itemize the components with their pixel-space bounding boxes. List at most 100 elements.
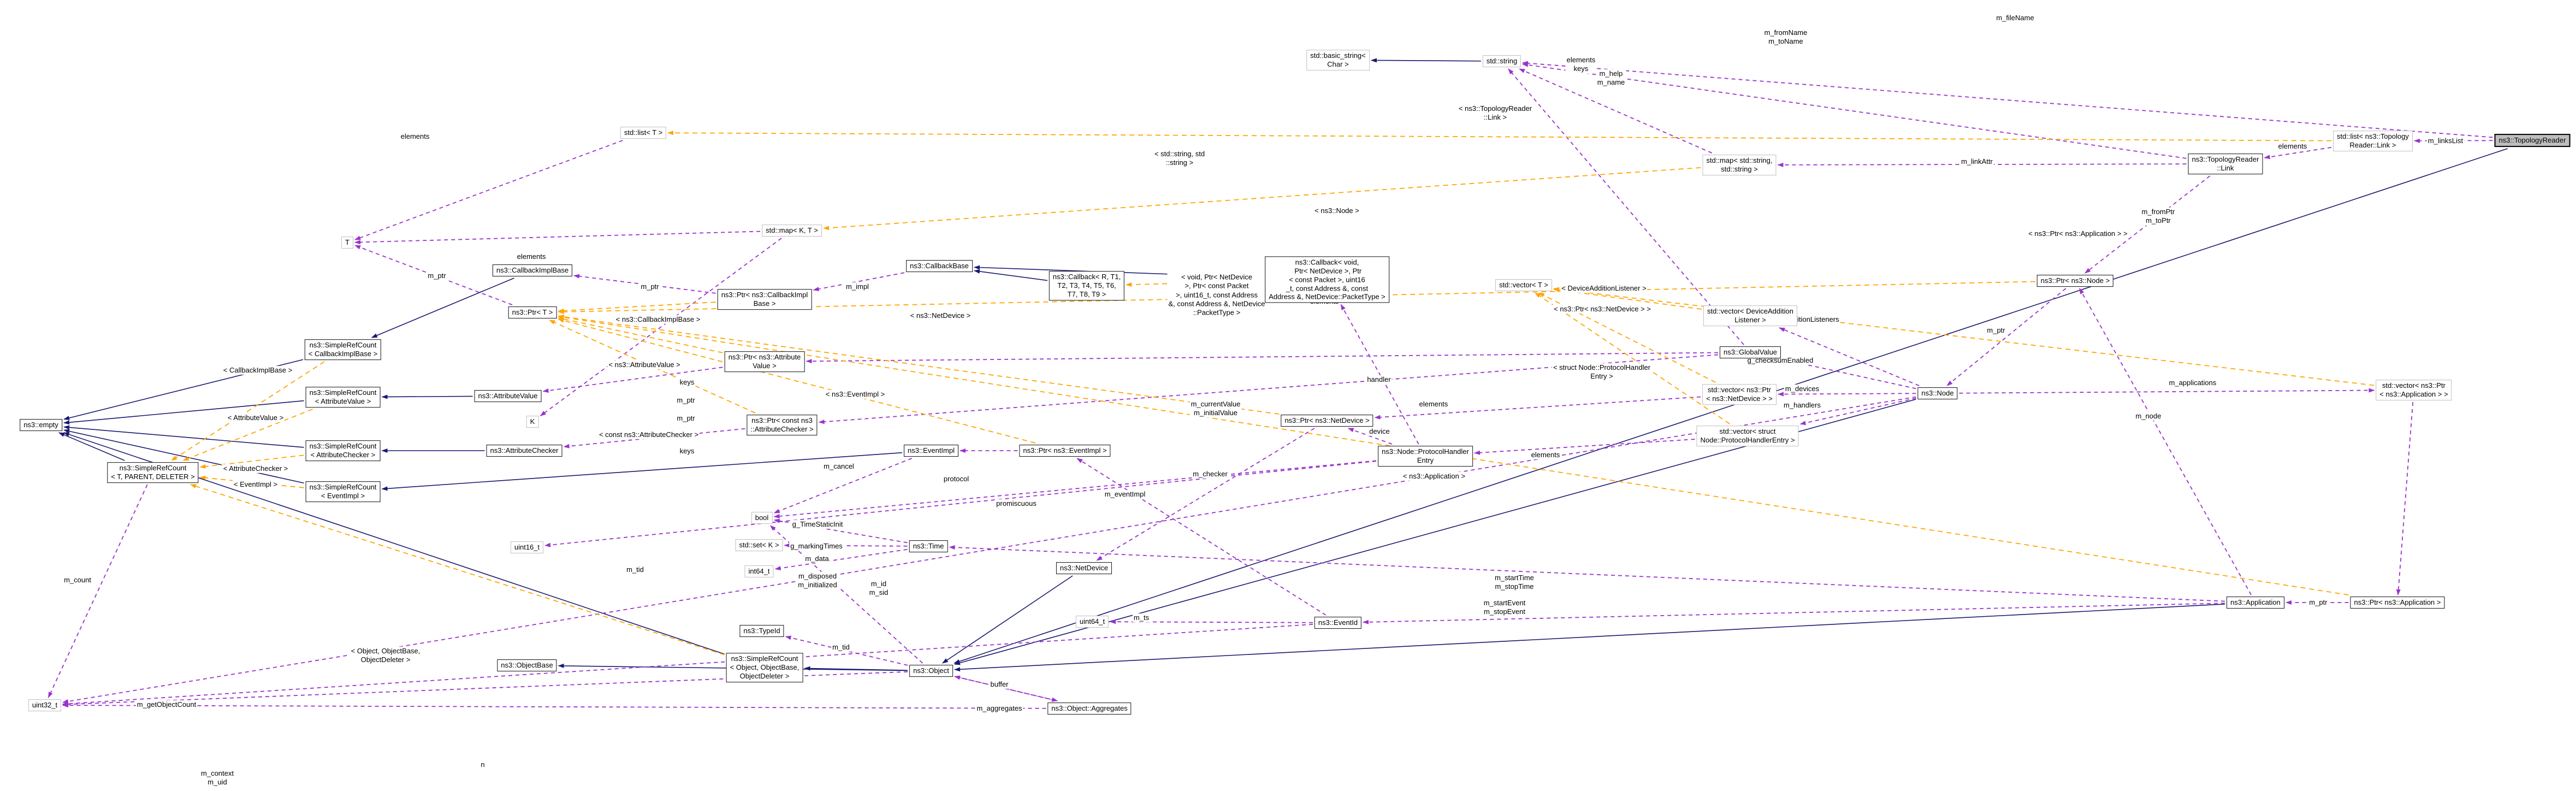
edge-label: m_handlers <box>1783 400 1822 410</box>
class-node-src-ei[interactable]: ns3::SimpleRefCount < EventImpl > <box>305 481 381 502</box>
class-node-objbase[interactable]: ns3::ObjectBase <box>497 659 557 671</box>
class-node-ptr-t[interactable]: ns3::Ptr< T > <box>508 306 557 318</box>
class-node-topo[interactable]: ns3::TopologyReader <box>2494 134 2571 147</box>
edge-label: < ns3::Ptr< ns3::NetDevice > > <box>1553 304 1652 314</box>
edge-label: m_eventImpl <box>1103 489 1147 499</box>
class-node-map-kt[interactable]: std::map< K, T > <box>762 225 822 237</box>
edge-label: m_id m_sid <box>868 579 890 598</box>
class-node-ac[interactable]: ns3::AttributeChecker <box>486 445 562 457</box>
class-node-av[interactable]: ns3::AttributeValue <box>474 390 542 402</box>
edge-use-vec_ptrnd-ptr_nd <box>1374 396 1701 420</box>
class-node-eventid[interactable]: ns3::EventId <box>1314 617 1362 629</box>
class-node-typeid[interactable]: ns3::TypeId <box>739 625 784 637</box>
class-node-u16[interactable]: uint16_t <box>510 541 544 553</box>
class-node-ptr-nd[interactable]: ns3::Ptr< ns3::NetDevice > <box>1281 415 1373 427</box>
edge-inherit-src_ac-empty <box>63 425 304 448</box>
class-node-u64[interactable]: uint64_t <box>1075 616 1109 628</box>
edge-tmpl-vec_ptrnd-vec_t <box>1538 292 1716 383</box>
class-node-ptr-av[interactable]: ns3::Ptr< ns3::Attribute Value > <box>724 351 805 372</box>
class-node-T[interactable]: T <box>341 237 353 249</box>
edge-inherit-cb_r-cbbase <box>974 269 1048 281</box>
class-node-time[interactable]: ns3::Time <box>909 540 948 552</box>
class-node-vec-ptrnd[interactable]: std::vector< ns3::Ptr < ns3::NetDevice >… <box>1702 384 1776 405</box>
class-node-K[interactable]: K <box>526 416 539 428</box>
edge-use-gv-ptr_av <box>806 352 1719 364</box>
edge-label: < ns3::TopologyReader ::Link > <box>1457 104 1533 122</box>
class-node-cib[interactable]: ns3::CallbackImplBase <box>492 264 573 276</box>
edge-tmpl-vec_ptrapp-vec_t <box>1553 287 2374 386</box>
class-node-aggregates[interactable]: ns3::Object::Aggregates <box>1047 703 1132 715</box>
edge-tmpl-ptr_cib-ptr_t <box>558 302 716 313</box>
edge-use-vec_ptrapp-ptr_app <box>2396 402 2414 595</box>
edge-label: m_data <box>804 554 830 564</box>
edge-tmpl-src_cib-src_tpd <box>171 361 325 461</box>
class-node-phe[interactable]: ns3::Node::ProtocolHandler Entry <box>1378 446 1473 467</box>
class-node-app[interactable]: ns3::Application <box>2226 597 2284 609</box>
edge-label: < DeviceAdditionListener > <box>1560 284 1648 293</box>
edge-use-topo-string <box>1522 61 2493 138</box>
class-node-list-link[interactable]: std::list< ns3::Topology Reader::Link > <box>2333 131 2413 151</box>
class-node-ptr-app[interactable]: ns3::Ptr< ns3::Application > <box>2350 597 2445 609</box>
class-node-cb-void[interactable]: ns3::Callback< void, Ptr< NetDevice >, P… <box>1265 256 1389 303</box>
class-node-i64[interactable]: int64_t <box>744 565 774 577</box>
edge-label: m_node <box>2134 411 2163 421</box>
class-node-cb-r[interactable]: ns3::Callback< R, T1, T2, T3, T4, T5, T6… <box>1049 271 1125 300</box>
edge-label: < ns3::AttributeValue > <box>607 360 682 370</box>
class-node-gv[interactable]: ns3::GlobalValue <box>1719 346 1781 358</box>
edge-label: m_ptr <box>639 282 660 292</box>
edge-use-time-i64 <box>774 548 908 571</box>
edge-use-eventid-u64 <box>1110 619 1313 624</box>
class-node-ptr-cib[interactable]: ns3::Ptr< ns3::CallbackImpl Base > <box>717 289 812 310</box>
edge-label: < ns3::Application > <box>1401 471 1467 481</box>
class-node-vec-dal[interactable]: std::vector< DeviceAddition Listener > <box>1703 305 1797 326</box>
class-node-ptr-node[interactable]: ns3::Ptr< ns3::Node > <box>2036 275 2114 287</box>
class-node-netdev[interactable]: ns3::NetDevice <box>1056 562 1112 574</box>
edge-use-time-bool <box>773 518 908 544</box>
class-node-set-k[interactable]: std::set< K > <box>735 539 783 551</box>
class-node-ptr-cac[interactable]: ns3::Ptr< const ns3 ::AttributeChecker > <box>747 415 818 435</box>
edge-tmpl-ptr_app-ptr_t <box>558 315 2349 595</box>
edge-use-aggregates-u32 <box>62 703 1046 709</box>
class-node-vec-ptrapp[interactable]: std::vector< ns3::Ptr < ns3::Application… <box>2376 380 2452 400</box>
class-node-empty[interactable]: ns3::empty <box>20 419 62 431</box>
class-node-src-tpd[interactable]: ns3::SimpleRefCount < T, PARENT, DELETER… <box>107 462 199 483</box>
edge-label: m_context m_uid <box>200 769 235 787</box>
edge-use-app-ptr_node <box>2079 288 2252 595</box>
class-node-u32[interactable]: uint32_t <box>28 699 62 711</box>
edge-use-tr_link-string <box>1522 62 2187 159</box>
edge-label: < ns3::Ptr< ns3::Application > > <box>2027 229 2129 239</box>
class-node-bool[interactable]: bool <box>751 512 773 524</box>
edge-label: elements <box>399 132 431 141</box>
class-node-src-ac[interactable]: ns3::SimpleRefCount < AttributeChecker > <box>305 440 381 461</box>
class-node-evimpl[interactable]: ns3::EventImpl <box>904 445 958 457</box>
class-node-node[interactable]: ns3::Node <box>1917 387 1958 399</box>
edge-label: elements <box>516 252 547 262</box>
class-node-vec-phe[interactable]: std::vector< struct Node::ProtocolHandle… <box>1696 426 1799 446</box>
class-node-list-t[interactable]: std::list< T > <box>620 127 667 139</box>
class-node-src-obj[interactable]: ns3::SimpleRefCount < Object, ObjectBase… <box>726 653 803 682</box>
class-node-vec-t[interactable]: std::vector< T > <box>1495 279 1552 291</box>
edge-use-ptr_av-av <box>542 367 723 393</box>
edge-use-vec_phe-phe <box>1474 439 1695 455</box>
edge-label: m_currentValue m_initialValue <box>1189 399 1242 418</box>
class-node-src-cib[interactable]: ns3::SimpleRefCount < CallbackImplBase > <box>304 339 382 360</box>
edge-label: m_count <box>63 575 92 585</box>
edge-use-node-vec_phe <box>1799 397 1916 426</box>
edge-label: m_devices <box>1784 384 1821 394</box>
edge-label: m_cancel <box>822 462 855 471</box>
edge-label: m_ptr <box>676 414 696 423</box>
edge-use-evimpl-bool <box>773 458 913 513</box>
class-node-string[interactable]: std::string <box>1482 55 1521 67</box>
class-node-tr-link[interactable]: ns3::TopologyReader ::Link <box>2188 154 2263 174</box>
class-node-cbbase[interactable]: ns3::CallbackBase <box>906 260 973 272</box>
edge-use-phe-bool <box>773 460 1377 518</box>
edge-label: m_linksList <box>2426 136 2465 146</box>
class-node-object[interactable]: ns3::Object <box>909 665 953 677</box>
class-node-bstring[interactable]: std::basic_string< Char > <box>1306 50 1370 70</box>
class-node-src-av[interactable]: ns3::SimpleRefCount < AttributeValue > <box>305 387 381 408</box>
class-node-map-ss[interactable]: std::map< std::string, std::string > <box>1702 155 1776 175</box>
class-node-ptr-ei[interactable]: ns3::Ptr< ns3::EventImpl > <box>1019 445 1111 457</box>
edge-label: < std::string, std ::string > <box>1153 149 1206 168</box>
